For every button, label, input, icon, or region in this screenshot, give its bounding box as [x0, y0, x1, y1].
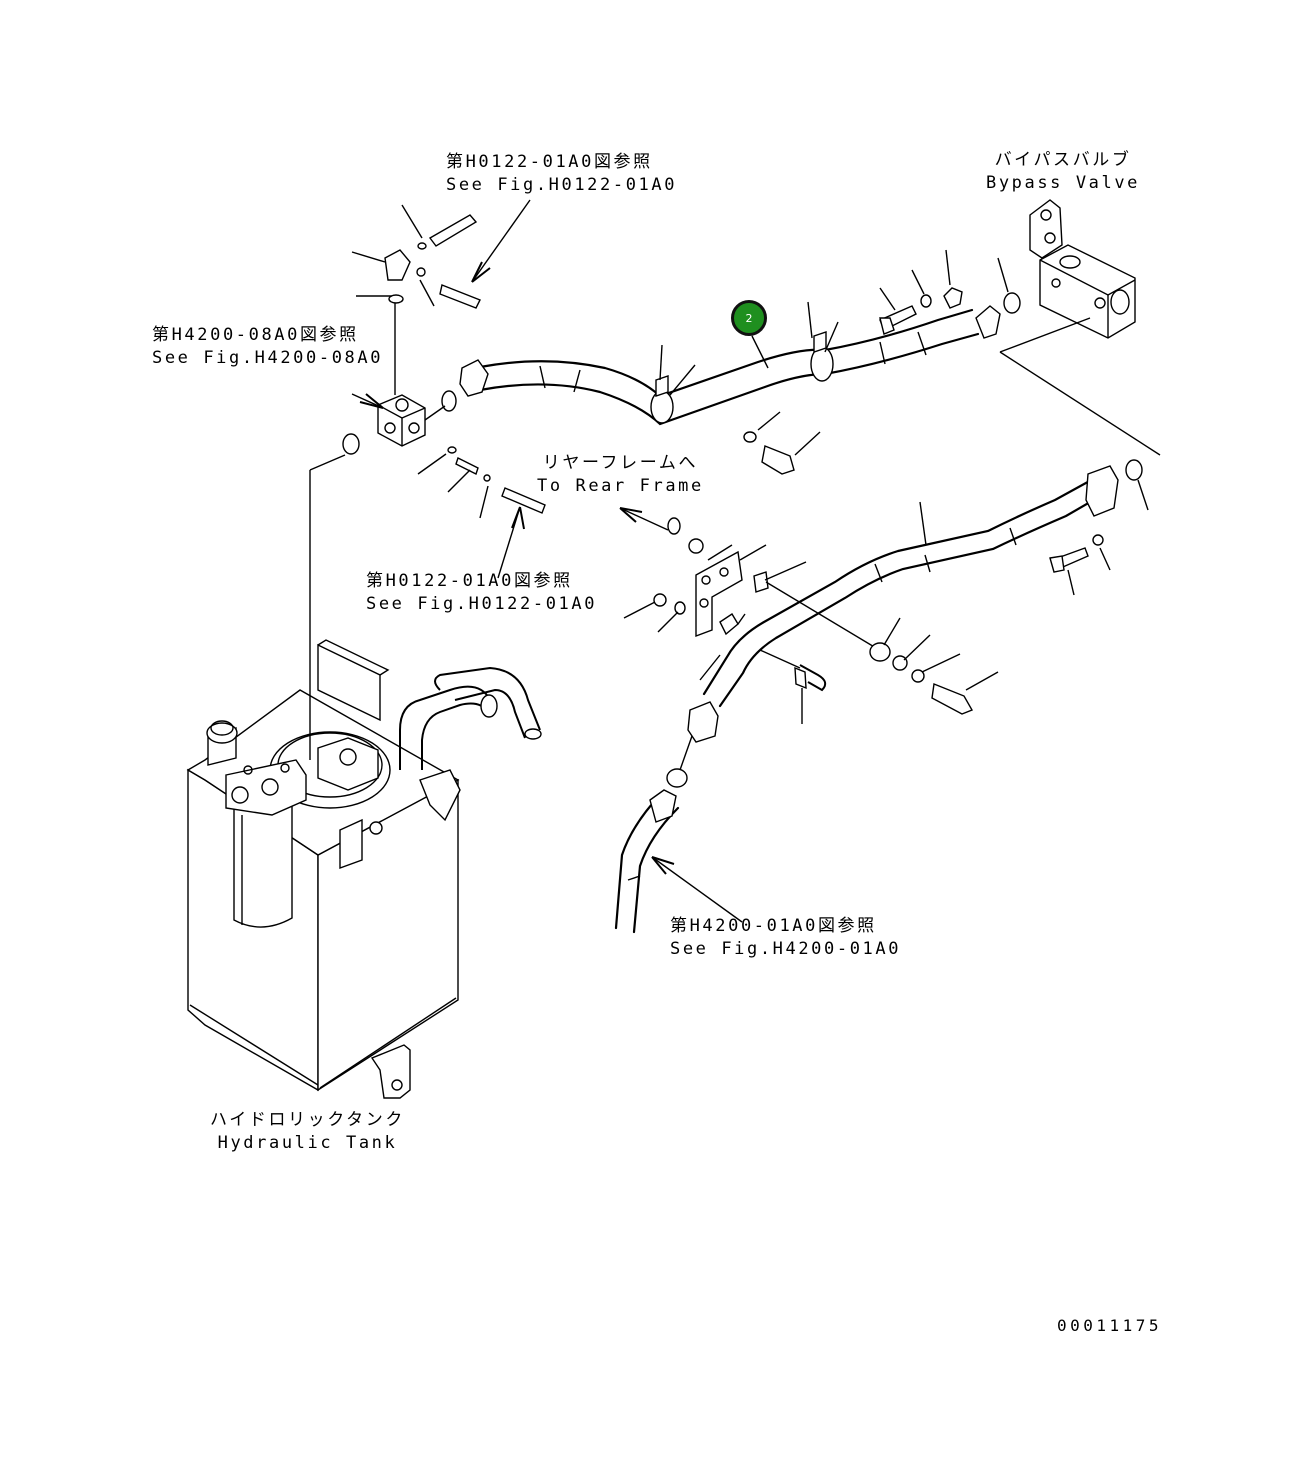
rear-frame-ja: リヤーフレームへ: [542, 453, 699, 473]
ref-left-en: See Fig.H4200-08A0: [152, 348, 384, 368]
part-number-marker[interactable]: 2: [731, 300, 767, 336]
bypass-valve: [999, 199, 1161, 456]
bypass-valve-label: バイパスバルブ Bypass Valve: [986, 149, 1140, 195]
upper-hose: [459, 249, 1021, 475]
ref-top-label: 第H0122-01A0図参照 See Fig.H0122-01A0: [446, 151, 677, 197]
ref-top-en: See Fig.H0122-01A0: [446, 175, 678, 195]
bypass-valve-en: Bypass Valve: [986, 173, 1141, 193]
manifold-block: [342, 204, 546, 519]
ref-left-ja: 第H4200-08A0図参照: [152, 325, 359, 345]
ref-middle-en: See Fig.H0122-01A0: [366, 594, 598, 614]
rear-frame-label: リヤーフレームへ To Rear Frame: [537, 452, 704, 498]
ref-bottom-ja: 第H4200-01A0図参照: [670, 916, 877, 936]
hydraulic-tank-en: Hydraulic Tank: [217, 1133, 398, 1153]
hydraulic-tank-label: ハイドロリックタンク Hydraulic Tank: [210, 1109, 405, 1155]
hydraulic-tank: [186, 454, 542, 1099]
lower-hose: [614, 459, 1149, 939]
ref-middle-ja: 第H0122-01A0図参照: [366, 571, 573, 591]
reference-arrows: [351, 199, 743, 923]
drawing-number: 00011175: [1057, 1316, 1163, 1335]
bypass-valve-ja: バイパスバルブ: [994, 150, 1132, 170]
ref-bottom-en: See Fig.H4200-01A0: [670, 939, 902, 959]
rear-frame-en: To Rear Frame: [537, 476, 704, 496]
ref-bottom-label: 第H4200-01A0図参照 See Fig.H4200-01A0: [670, 915, 901, 961]
ref-left-label: 第H4200-08A0図参照 See Fig.H4200-08A0: [152, 324, 383, 370]
ref-top-ja: 第H0122-01A0図参照: [446, 152, 653, 172]
ref-middle-label: 第H0122-01A0図参照 See Fig.H0122-01A0: [366, 570, 597, 616]
hydraulic-tank-ja: ハイドロリックタンク: [210, 1110, 405, 1130]
